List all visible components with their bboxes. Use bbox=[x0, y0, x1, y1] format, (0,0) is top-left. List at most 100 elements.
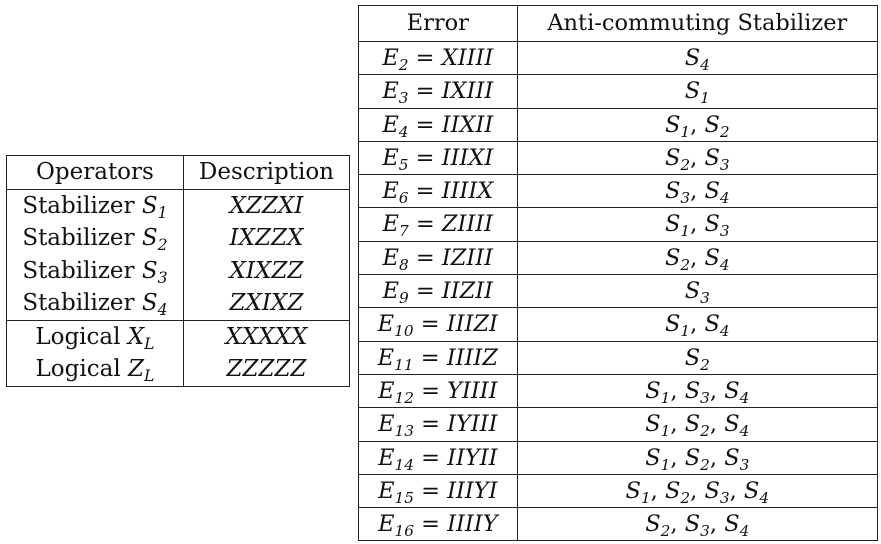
stabilizer-cell: S2 bbox=[517, 340, 878, 375]
error-pauli: IIIXI bbox=[441, 144, 494, 171]
error-pauli: IIZII bbox=[441, 278, 494, 305]
error-pauli: IIXII bbox=[441, 111, 494, 138]
stabilizer-subscript: 1 bbox=[640, 488, 651, 507]
error-subscript: 2 bbox=[398, 55, 409, 74]
stabilizer-cell: S2, S4 bbox=[517, 240, 878, 275]
operator-description: XXXXX bbox=[183, 319, 350, 353]
stabilizer-subscript: 4 bbox=[719, 189, 730, 208]
operator-subscript: L bbox=[143, 366, 155, 385]
stabilizer-subscript: 3 bbox=[739, 455, 750, 474]
comma: , bbox=[650, 477, 665, 504]
error-pauli: IIIIX bbox=[441, 178, 494, 205]
stabilizer-symbol: S bbox=[664, 178, 681, 205]
error-cell: E10 = IIIZI bbox=[358, 307, 518, 342]
stabilizer-cell: S1, S2 bbox=[517, 107, 878, 142]
operator-subscript: 2 bbox=[157, 235, 168, 254]
error-cell: E3 = IXIII bbox=[358, 74, 518, 109]
error-pauli: IIIZI bbox=[446, 311, 498, 338]
error-cell: E8 = IZIII bbox=[358, 240, 518, 275]
stabilizer-subscript: 2 bbox=[680, 255, 691, 274]
stabilizer-cell: S2, S3, S4 bbox=[517, 507, 878, 541]
comma: , bbox=[709, 377, 725, 404]
operator-label: Stabilizer bbox=[22, 192, 135, 219]
error-subscript: 13 bbox=[394, 422, 414, 441]
stabilizer-cell: S3 bbox=[517, 274, 878, 308]
stabilizer-symbol: S bbox=[743, 477, 760, 504]
equals-sign: = bbox=[413, 444, 448, 471]
operator-name: Stabilizer S3 bbox=[6, 254, 184, 287]
operator-label: Logical bbox=[35, 323, 121, 350]
stabilizer-subscript: 3 bbox=[680, 189, 691, 208]
error-subscript: 15 bbox=[394, 488, 414, 507]
stabilizer-subscript: 3 bbox=[700, 388, 710, 407]
error-cell: E5 = IIIXI bbox=[358, 140, 518, 175]
stabilizer-symbol: S bbox=[684, 411, 701, 438]
error-pauli: YIIII bbox=[447, 377, 498, 404]
operator-name: Stabilizer S4 bbox=[6, 287, 184, 320]
stabilizer-symbol: S bbox=[684, 45, 701, 71]
stabilizer-symbol: S bbox=[664, 477, 681, 504]
comma: , bbox=[690, 477, 705, 504]
error-pauli: XIIII bbox=[441, 45, 494, 71]
error-subscript: 12 bbox=[394, 388, 414, 407]
operator-name: Logical ZL bbox=[6, 353, 184, 386]
operator-subscript: L bbox=[144, 333, 155, 353]
error-symbol: E bbox=[378, 477, 395, 504]
comma: , bbox=[690, 244, 705, 271]
equals-sign: = bbox=[408, 178, 442, 205]
stabilizer-symbol: S bbox=[684, 344, 701, 371]
error-cell: E2 = XIIII bbox=[358, 40, 518, 75]
stabilizer-symbol: S bbox=[724, 411, 740, 438]
stabilizer-symbol: S bbox=[645, 411, 661, 438]
stabilizer-cell: S1 bbox=[517, 74, 878, 109]
stabilizer-subscript: 2 bbox=[680, 155, 691, 174]
stabilizer-subscript: 2 bbox=[700, 455, 710, 474]
stabilizer-subscript: 3 bbox=[719, 488, 730, 507]
stabilizer-subscript: 1 bbox=[660, 388, 671, 407]
operator-name: Stabilizer S2 bbox=[6, 222, 184, 255]
stabilizer-symbol: S bbox=[684, 278, 701, 305]
comma: , bbox=[690, 178, 705, 205]
stabilizer-symbol: S bbox=[704, 111, 720, 138]
stabilizer-symbol: S bbox=[645, 377, 661, 404]
error-symbol: E bbox=[378, 411, 395, 438]
operator-name: Logical XL bbox=[6, 319, 184, 353]
error-cell: E4 = IIXII bbox=[358, 107, 518, 142]
error-symbol: E bbox=[382, 78, 399, 105]
comma: , bbox=[709, 411, 725, 438]
error-cell: E14 = IIYII bbox=[358, 440, 518, 475]
stabilizer-symbol: S bbox=[704, 144, 720, 171]
error-subscript: 6 bbox=[398, 189, 409, 208]
stabilizer-subscript: 2 bbox=[680, 488, 691, 507]
error-subscript: 14 bbox=[394, 455, 414, 474]
stabilizer-subscript: 1 bbox=[680, 222, 691, 241]
comma: , bbox=[709, 511, 725, 538]
operator-subscript: 1 bbox=[157, 202, 168, 222]
error-symbol: E bbox=[382, 244, 399, 271]
operators-header-row: Operators Description bbox=[6, 155, 350, 190]
error-symbol: E bbox=[382, 144, 399, 171]
stabilizer-cell: S2, S3 bbox=[517, 140, 878, 175]
comma: , bbox=[670, 411, 685, 438]
error-subscript: 3 bbox=[398, 89, 409, 108]
stabilizer-cell: S3, S4 bbox=[517, 174, 878, 208]
stabilizer-subscript: 2 bbox=[700, 355, 710, 374]
operators-header: Operators bbox=[6, 155, 184, 190]
stabilizer-symbol: S bbox=[704, 211, 720, 238]
operator-description: XZZXI bbox=[229, 192, 304, 219]
error-cell: E15 = IIIYI bbox=[358, 473, 518, 508]
stabilizer-cell: S1, S3, S4 bbox=[517, 373, 878, 408]
stabilizer-subscript: 4 bbox=[739, 422, 750, 441]
stabilizer-symbol: S bbox=[684, 444, 701, 471]
stabilizer-subscript: 4 bbox=[719, 322, 730, 341]
error-symbol: E bbox=[382, 111, 399, 138]
stabilizer-subscript: 1 bbox=[680, 122, 691, 141]
